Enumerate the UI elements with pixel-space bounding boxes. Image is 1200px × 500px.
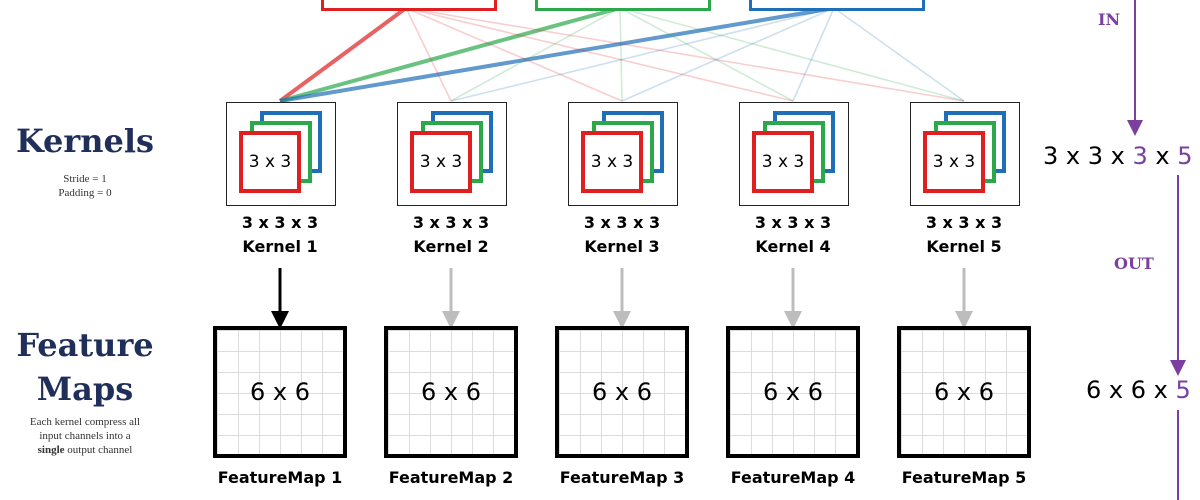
connection-line bbox=[279, 6, 835, 103]
kernel-red-channel: 3 x 3 bbox=[923, 131, 985, 193]
kernel-dims-label: 3 x 3 x 3 bbox=[754, 213, 832, 232]
kernels-title: Kernels bbox=[15, 122, 155, 160]
kernel-name: Kernel 2 bbox=[413, 237, 489, 256]
feature-map-label-3: FeatureMap 3 bbox=[559, 468, 685, 487]
input-channel-green bbox=[535, 0, 711, 11]
feature-map-2: 6 x 6 bbox=[384, 326, 518, 458]
connection-line bbox=[619, 7, 965, 102]
feature-map-5: 6 x 6 bbox=[897, 326, 1031, 458]
feature-map-label-2: FeatureMap 2 bbox=[388, 468, 514, 487]
feature-maps-title-line1: Feature bbox=[16, 326, 154, 364]
kernel-label-1: 3 x 3 x 3 Kernel 1 bbox=[210, 211, 350, 259]
connection-line bbox=[405, 7, 623, 102]
feature-maps-title-line2: Maps bbox=[36, 370, 134, 408]
feature-map-label-4: FeatureMap 4 bbox=[730, 468, 856, 487]
kernel-3: 3 x 3 bbox=[568, 102, 678, 206]
connection-line bbox=[278, 6, 408, 103]
kernel-dims-prefix: 3 x 3 x bbox=[1043, 142, 1133, 170]
kernel-dims-channels: 3 bbox=[1132, 142, 1148, 170]
connection-line bbox=[450, 7, 835, 102]
kernel-dims-label: 3 x 3 x 3 bbox=[412, 213, 490, 232]
feature-note-line3: single output channel bbox=[5, 443, 165, 457]
connection-line bbox=[405, 7, 965, 102]
feature-note-bold: single bbox=[37, 444, 65, 456]
kernel-dims-label: 3 x 3 x 3 bbox=[583, 213, 661, 232]
kernel-label-3: 3 x 3 x 3 Kernel 3 bbox=[552, 211, 692, 259]
kernel-2: 3 x 3 bbox=[397, 102, 507, 206]
feature-map-4: 6 x 6 bbox=[726, 326, 860, 458]
output-dims-count: 5 bbox=[1175, 376, 1191, 404]
connection-line bbox=[405, 7, 794, 102]
out-label: OUT bbox=[1114, 254, 1154, 273]
connection-line bbox=[450, 7, 621, 102]
connection-line bbox=[833, 7, 965, 102]
connection-line bbox=[279, 6, 621, 103]
kernel-red-channel: 3 x 3 bbox=[581, 131, 643, 193]
kernel-name: Kernel 1 bbox=[242, 237, 318, 256]
kernels-stride-note: Stride = 1 bbox=[63, 173, 107, 185]
kernel-4: 3 x 3 bbox=[739, 102, 849, 206]
kernel-label-4: 3 x 3 x 3 Kernel 4 bbox=[723, 211, 863, 259]
feature-map-3: 6 x 6 bbox=[555, 326, 689, 458]
feature-map-1: 6 x 6 bbox=[213, 326, 347, 458]
feature-note-line1: Each kernel compress all bbox=[29, 416, 141, 428]
in-label: IN bbox=[1098, 10, 1121, 29]
output-dims-prefix: 6 x 6 x bbox=[1086, 376, 1176, 404]
feature-note-end: output channel bbox=[67, 444, 133, 456]
kernel-dims-label: 3 x 3 x 3 bbox=[925, 213, 1003, 232]
kernel-dims: 3 x 3 x 3 x 5 bbox=[1043, 142, 1193, 170]
kernels-padding-note: Padding = 0 bbox=[58, 187, 112, 199]
feature-note-line2: input channels into a bbox=[39, 430, 131, 442]
kernel-red-channel: 3 x 3 bbox=[410, 131, 472, 193]
output-dims: 6 x 6 x 5 bbox=[1086, 376, 1191, 404]
input-channel-blue bbox=[749, 0, 925, 11]
kernel-label-2: 3 x 3 x 3 Kernel 2 bbox=[381, 211, 521, 259]
input-channel-red bbox=[321, 0, 497, 11]
connection-line bbox=[621, 7, 835, 102]
feature-map-label-5: FeatureMap 5 bbox=[901, 468, 1027, 487]
kernel-name: Kernel 3 bbox=[584, 237, 660, 256]
kernel-label-5: 3 x 3 x 3 Kernel 5 bbox=[894, 211, 1034, 259]
kernel-red-channel: 3 x 3 bbox=[239, 131, 301, 193]
kernel-5: 3 x 3 bbox=[910, 102, 1020, 206]
feature-maps-note: Each kernel compress all input channels … bbox=[5, 415, 165, 457]
kernel-dims-label: 3 x 3 x 3 bbox=[241, 213, 319, 232]
kernel-red-channel: 3 x 3 bbox=[752, 131, 814, 193]
kernel-dims-mid: x bbox=[1147, 142, 1178, 170]
kernel-name: Kernel 5 bbox=[926, 237, 1002, 256]
kernel-dims-count: 5 bbox=[1177, 142, 1193, 170]
kernel-name: Kernel 4 bbox=[755, 237, 831, 256]
feature-map-label-1: FeatureMap 1 bbox=[217, 468, 343, 487]
connection-line bbox=[619, 7, 794, 102]
connection-line bbox=[792, 7, 835, 102]
connection-line bbox=[619, 7, 623, 102]
connection-line bbox=[405, 7, 452, 102]
kernel-1: 3 x 3 bbox=[226, 102, 336, 206]
